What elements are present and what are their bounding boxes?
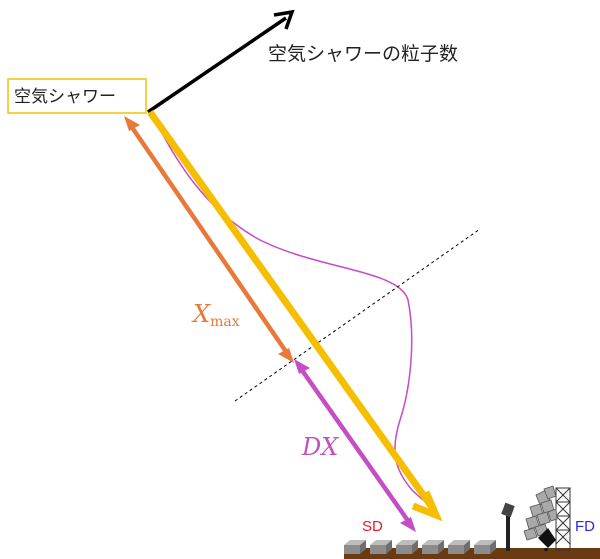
xmax-double-arrow xyxy=(124,116,294,363)
surface-detector-icon xyxy=(344,540,366,554)
xmax-label: Xmax xyxy=(191,300,240,330)
surface-detector-icon xyxy=(396,540,418,554)
fluorescence-telescope-icon xyxy=(523,485,571,551)
surface-detector-icon xyxy=(448,540,470,554)
surface-detector-array xyxy=(344,540,496,554)
dx-label: DX xyxy=(301,433,339,461)
shower-axis-arrow xyxy=(147,109,443,522)
particle-number-axis-label: 空気シャワーの粒子数 xyxy=(268,43,458,65)
air-shower-box xyxy=(7,78,147,114)
dx-double-arrow xyxy=(294,359,416,532)
surface-detector-icon xyxy=(474,540,496,554)
xmax-dashed-line xyxy=(234,228,481,402)
particle-number-axis-arrow xyxy=(147,9,295,114)
fd-label: FD xyxy=(575,518,595,535)
ground xyxy=(344,548,600,559)
surface-detector-icon xyxy=(422,540,444,554)
surface-detector-icon xyxy=(370,540,392,554)
air-shower-box-label: 空気シャワー xyxy=(14,87,116,107)
sd-label: SD xyxy=(362,518,383,535)
lamp-post-icon xyxy=(501,502,515,551)
